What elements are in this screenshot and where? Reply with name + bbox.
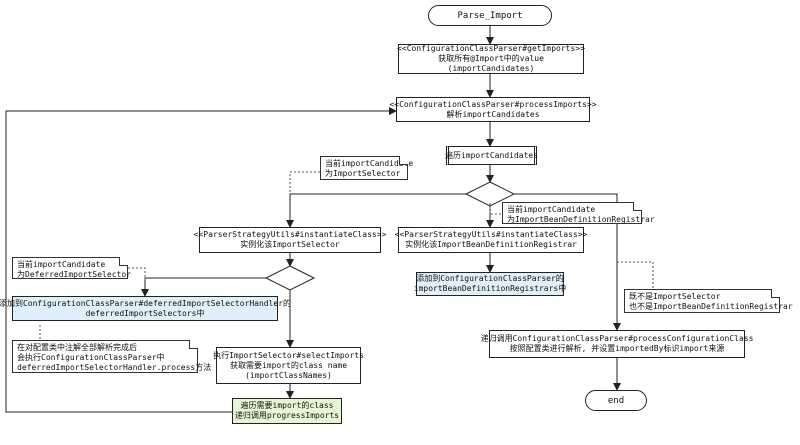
text-line: 实例化该ImportSelector — [240, 240, 340, 249]
text-line: <<ConfigurationClassParser#getImports>> — [397, 44, 585, 53]
text-line: deferredImportSelectors中 — [85, 308, 205, 318]
text-line: deferredImportSelectorHandler.process方法 — [17, 363, 212, 372]
text-line: 执行ImportSelector#selectImports — [213, 350, 364, 360]
text-line: 遍历需要import的class — [240, 401, 334, 410]
text-line: 也不是ImportBeanDefinitionRegistrar — [629, 302, 793, 311]
text-line: 实例化该ImportBeanDefinitionRegistrar — [405, 240, 577, 249]
note-deferred-process: 在对配置类中注解全部解析完成后会执行ConfigurationClassPars… — [12, 340, 212, 373]
text-line: (importClassNames) — [245, 370, 332, 380]
text-line: 解析importCandidates — [446, 109, 540, 119]
add-deferred-box: 添加到ConfigurationClassParser#deferredImpo… — [0, 296, 291, 321]
iterate-candidates-box: 遍历importCandidates — [444, 146, 539, 165]
text-line: 为DeferredImportSelector — [17, 270, 131, 279]
get-imports-box: <<ConfigurationClassParser#getImports>>获… — [397, 44, 585, 74]
recurse-config-box: 递归调用ConfigurationClassParser#processConf… — [481, 330, 753, 358]
edge-decision2-deferred — [141, 277, 266, 297]
text-line: 获取所有@Import中的value — [438, 54, 544, 63]
text-line: 当前importCandidate — [325, 159, 414, 168]
edge-decision-neither — [514, 193, 621, 331]
text-line: <<ConfigurationClassParser#processImport… — [389, 99, 597, 109]
note-link-selector — [289, 171, 320, 194]
text-line: 遍历importCandidates — [444, 150, 539, 160]
text-line: 当前importCandidate — [507, 205, 596, 214]
text-line: 递归调用ConfigurationClassParser#processConf… — [480, 334, 754, 343]
start-terminal: Parse_Import — [428, 5, 552, 26]
note-link-neither — [617, 261, 654, 289]
text-line: (importCandidates) — [447, 64, 535, 73]
text-line: end — [607, 395, 625, 406]
text-line: <<ParserStrategyUtils#instantiateClass>> — [394, 230, 588, 239]
end-terminal: end — [585, 390, 647, 411]
text-line: 递归调用progressImports — [234, 411, 340, 420]
text-line: 按照配置类进行解析, 并设置importedBy标识import来源 — [509, 344, 725, 353]
text-line: 添加到ConfigurationClassParser的 — [416, 274, 564, 283]
decision-candidate-type — [464, 181, 516, 207]
edge-loop-back — [5, 107, 397, 413]
text-line: 为ImportSelector — [325, 169, 401, 178]
instantiate-selector-box: <<ParserStrategyUtils#instantiateClass>>… — [194, 227, 386, 253]
instantiate-registrar-box: <<ParserStrategyUtils#instantiateClass>>… — [395, 227, 587, 253]
decision-is-deferred — [264, 265, 316, 291]
text-line: 为ImportBeanDefinitionRegistrar — [507, 215, 655, 224]
text-line: 获取需要import的class name — [229, 360, 348, 370]
text-line: 当前importCandidate — [17, 260, 106, 269]
text-line: Parse_Import — [457, 10, 523, 21]
text-line: 添加到ConfigurationClassParser#deferredImpo… — [0, 298, 292, 308]
edge-decision-selector — [286, 193, 466, 228]
text-line: <<ParserStrategyUtils#instantiateClass>> — [193, 230, 387, 239]
text-line: 既不是ImportSelector — [629, 292, 721, 301]
text-line: importBeanDefinitionRegistrars中 — [413, 284, 567, 293]
text-line: 会执行ConfigurationClassParser中 — [17, 353, 165, 362]
process-imports-box: <<ConfigurationClassParser#processImport… — [389, 97, 597, 122]
note-link-deferred — [128, 267, 146, 280]
text-line: 在对配置类中注解全部解析完成后 — [17, 343, 137, 352]
